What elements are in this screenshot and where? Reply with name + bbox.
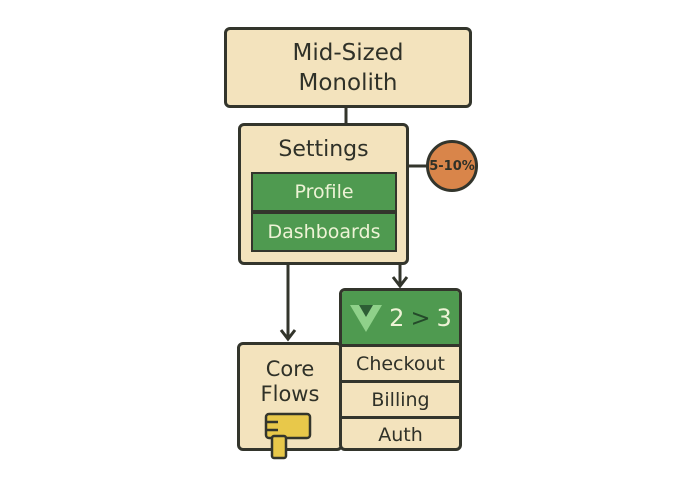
profile-item: Profile bbox=[251, 172, 397, 212]
billing-item: Billing bbox=[342, 380, 459, 416]
settings-title: Settings bbox=[278, 137, 369, 162]
core-line1: Core bbox=[265, 357, 315, 381]
vue-to: 3 bbox=[436, 303, 452, 332]
monolith-box: Mid-Sized Monolith bbox=[224, 27, 472, 108]
auth-item: Auth bbox=[342, 416, 459, 448]
dashboards-item: Dashboards bbox=[251, 212, 397, 252]
vue-from: 2 bbox=[389, 303, 405, 332]
percentage-badge: 5-10% bbox=[426, 140, 478, 192]
vue-logo-icon bbox=[350, 304, 383, 332]
badge-label: 5-10% bbox=[429, 158, 475, 174]
core-line2: Flows bbox=[260, 382, 320, 406]
monolith-line1: Mid-Sized bbox=[292, 40, 404, 66]
settings-box: Settings Profile Dashboards bbox=[238, 123, 409, 265]
vue-header: 2 > 3 bbox=[342, 291, 459, 344]
vue-migration-box: 2 > 3 Checkout Billing Auth bbox=[339, 288, 462, 451]
monolith-line2: Monolith bbox=[298, 70, 398, 96]
checkout-item: Checkout bbox=[342, 344, 459, 380]
vue-arrow: > bbox=[410, 303, 431, 332]
